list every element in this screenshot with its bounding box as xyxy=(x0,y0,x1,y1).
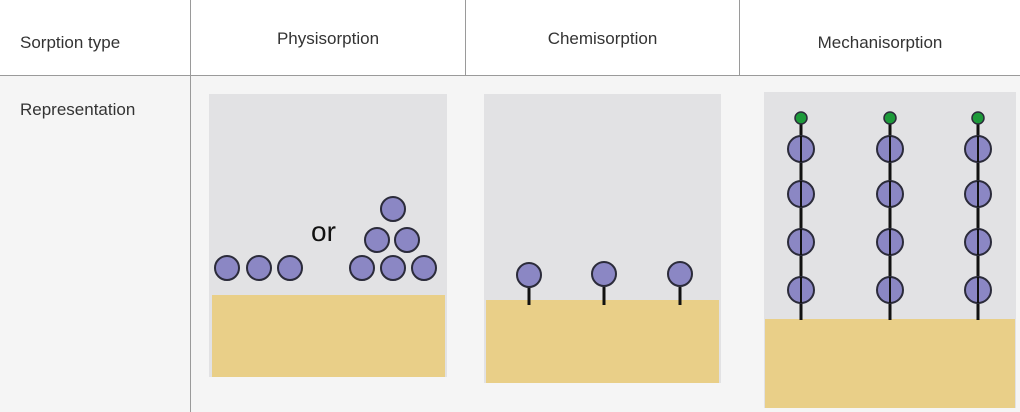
sphere xyxy=(591,261,617,287)
or-label: or xyxy=(311,216,336,247)
sphere xyxy=(380,196,406,222)
chain-cap xyxy=(794,111,808,125)
mechanisorption-chain xyxy=(964,111,992,320)
header-divider xyxy=(0,75,1020,76)
header-mechanisorption: Mechanisorption xyxy=(817,33,943,52)
chemisorption-bonds xyxy=(527,287,682,305)
sphere xyxy=(277,255,303,281)
column-divider xyxy=(190,0,191,412)
mechanisorption-chain xyxy=(787,111,815,320)
chemisorption-surface xyxy=(486,300,719,383)
sphere xyxy=(349,255,375,281)
header-physisorption: Physisorption xyxy=(276,29,380,48)
physisorption-surface xyxy=(212,295,445,377)
sphere xyxy=(411,255,437,281)
sphere xyxy=(214,255,240,281)
chain-cap xyxy=(883,111,897,125)
header-sorption-type: Sorption type xyxy=(20,33,121,52)
row-label-representation: Representation xyxy=(20,100,136,119)
sphere xyxy=(246,255,272,281)
physisorption-monolayer xyxy=(214,255,303,281)
physisorption-multilayer xyxy=(349,196,437,281)
sphere xyxy=(364,227,390,253)
sphere xyxy=(667,261,693,287)
header-chemisorption: Chemisorption xyxy=(547,29,658,48)
sphere xyxy=(394,227,420,253)
column-divider xyxy=(739,0,740,76)
chain-cap xyxy=(971,111,985,125)
column-divider xyxy=(465,0,466,76)
sphere xyxy=(380,255,406,281)
sphere xyxy=(516,262,542,288)
mechanisorption-surface xyxy=(765,319,1015,408)
mechanisorption-chain xyxy=(876,111,904,320)
chemisorption-adsorbates xyxy=(516,261,693,288)
